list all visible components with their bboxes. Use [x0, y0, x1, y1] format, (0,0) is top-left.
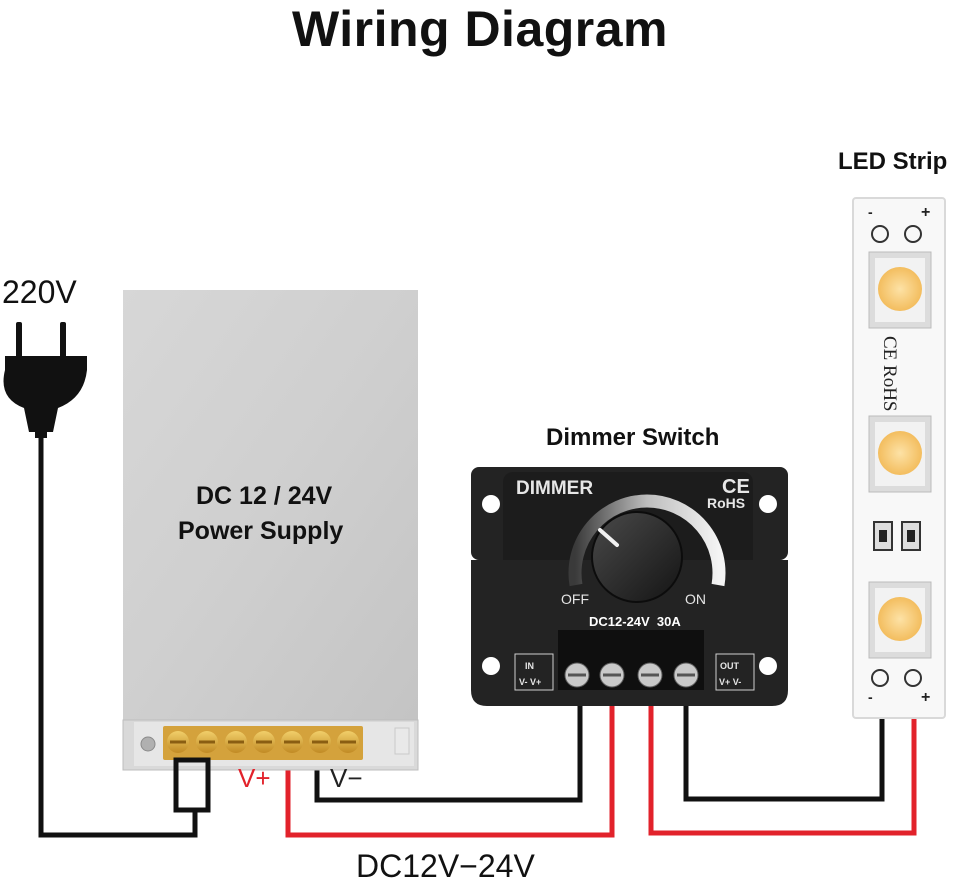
power-plug-icon	[3, 322, 87, 438]
led-strip-minus-top: -	[868, 204, 873, 220]
psu-positive-wire	[285, 687, 615, 838]
dimmer-brand-label: DIMMER	[516, 478, 594, 499]
psu-label-line1: DC 12 / 24V	[196, 482, 333, 510]
led-strip-minus-bottom: -	[868, 689, 873, 705]
dimmer-rohs-mark: RoHS	[707, 495, 746, 511]
dimmer-ce-mark: CE	[722, 476, 750, 498]
dimmer-switch-unit	[471, 467, 788, 706]
diagram-title: Wiring Diagram	[291, 1, 669, 57]
psu-label-line2: Power Supply	[178, 517, 344, 545]
led-strip-unit	[852, 197, 946, 719]
dimmer-in-polarity: V- V+	[519, 677, 542, 687]
dimmer-on-label: ON	[685, 591, 706, 607]
led-positive-wire	[648, 687, 917, 836]
dimmer-spec-label: DC12-24V 30A	[589, 614, 681, 629]
led-strip-plus-top: +	[921, 204, 931, 221]
psu-terminal-block	[167, 731, 359, 813]
psu-negative-terminal-label: V−	[330, 763, 363, 793]
mains-wire	[38, 430, 198, 838]
psu-positive-terminal-label: V+	[238, 763, 271, 793]
dimmer-out-polarity: V+ V-	[719, 677, 742, 687]
dimmer-heading: Dimmer Switch	[546, 424, 720, 451]
led-strip-marking: CE RoHS	[879, 336, 900, 412]
led-negative-wire	[683, 687, 885, 802]
mains-voltage-label: 220V	[2, 274, 77, 310]
dimmer-terminal-screws	[564, 662, 699, 688]
dimmer-out-label: OUT	[720, 661, 739, 671]
output-voltage-label: DC12V−24V	[356, 848, 535, 884]
dimmer-off-label: OFF	[561, 591, 589, 607]
dimmer-in-label: IN	[525, 661, 534, 671]
psu-negative-wire	[314, 687, 583, 803]
led-strip-heading: LED Strip	[838, 148, 948, 175]
led-strip-plus-bottom: +	[921, 689, 931, 706]
